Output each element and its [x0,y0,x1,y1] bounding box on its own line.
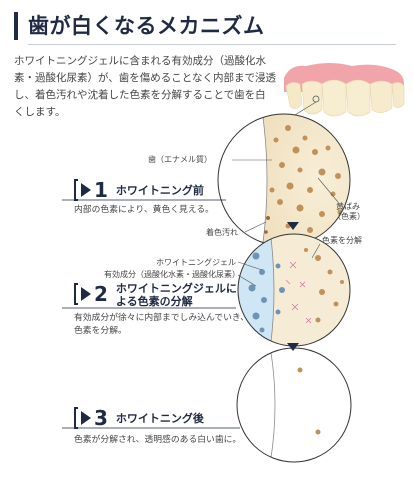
title-divider [28,44,396,45]
before-whitening-cross-section [217,113,351,247]
step3-label: ホワイトニング後 [115,412,204,425]
step1-label: ホワイトニング前 [115,184,204,197]
step-arrow-icon [81,411,91,425]
step3-number: 3 [94,406,108,430]
step1-heading: 1 ホワイトニング前 [74,178,204,202]
page-title: 歯が白くなるメカニズム [28,13,265,38]
tooth-illustration [284,63,405,119]
step-bracket [74,283,78,305]
step3-heading: 3 ホワイトニング後 [74,406,204,430]
step-bracket [74,407,78,429]
gel-label: ホワイトニングジェル [156,258,236,267]
step-arrow-icon [81,287,91,301]
step2-label: ホワイトニングジェルに よる色素の分解 [116,282,237,308]
gel-decomposition-cross-section [237,233,351,347]
after-whitening-cross-section [236,347,352,463]
yellowing-label-line1: 黄ばみ [336,202,360,211]
step-bracket [74,179,78,201]
step2-number: 2 [94,282,108,306]
step1-number: 1 [94,178,108,202]
title-accent-bar [14,12,18,40]
step3-description: 色素が分解され、透明感のある白い歯に。 [74,435,242,445]
enamel-label: 歯（エナメル質） [148,155,212,164]
step2-label-line1: ホワイトニングジェルに [115,282,237,295]
step2-description-line2: 色素を分解。 [74,326,127,336]
step2-label-line2: よる色素の分解 [115,295,193,308]
yellowing-label-line2: （色素） [333,212,365,221]
step1-description: 内部の色素により、黄色く見える。 [74,205,214,215]
decompose-label: 色素を分解 [322,236,362,245]
step2-description-line1: 有効成分が徐々に内部までしみ込んでいき、 [74,313,249,323]
stain-label: 着色汚れ [206,228,238,237]
down-arrow-icon [287,343,299,351]
step-arrow-icon [81,183,91,197]
down-arrow-icon [287,222,299,230]
step2-heading: 2 ホワイトニングジェルに よる色素の分解 [74,282,237,308]
intro-paragraph: ホワイトニングジェルに含まれる有効成分（過酸化水素・過酸化尿素）が、歯を傷めるこ… [14,55,276,118]
active-ingredient-label: 有効成分（過酸化水素・過酸化尿素） [104,270,240,279]
